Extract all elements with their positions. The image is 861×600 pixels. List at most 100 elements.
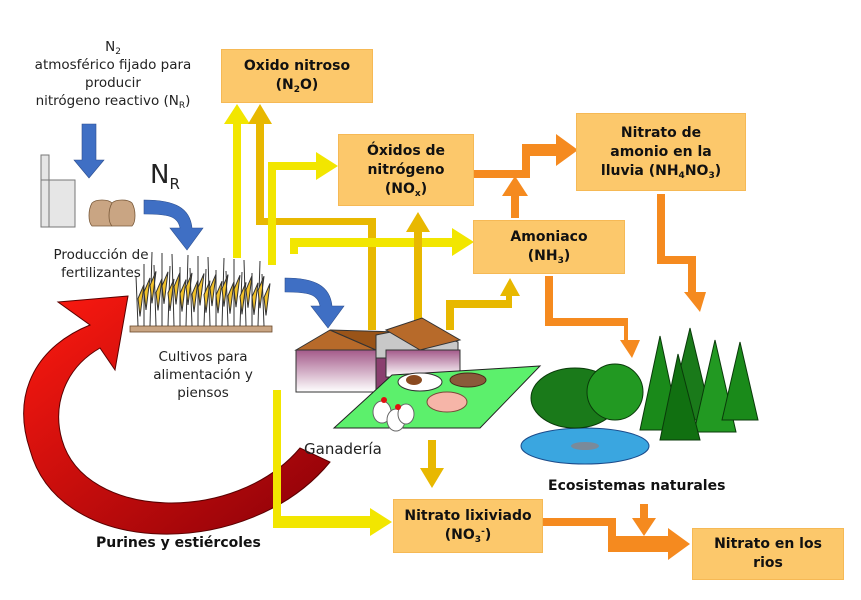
river-line1: Nitrato en los	[714, 536, 822, 552]
crop-stalk	[207, 256, 211, 327]
box-leached-nitrate: Nitrato lixiviado (NO3-)	[393, 499, 543, 553]
crops-line3: piensos	[177, 385, 229, 401]
crop-stalk	[225, 270, 229, 327]
box-nitrous-oxide: Oxido nitroso (N2O)	[221, 49, 373, 103]
nh4no3-formula-a: lluvia (NH	[600, 162, 679, 179]
arrow-livestock-to-leached	[420, 440, 444, 488]
no3-formula-a: (NO	[444, 527, 475, 543]
crop-stalk	[171, 253, 175, 327]
crop-leaf	[191, 279, 199, 313]
crop-stalk	[261, 273, 265, 327]
nh4no3-line2: amonio en la	[610, 143, 712, 160]
crop-leaf	[161, 271, 169, 304]
n2o-formula-b: O)	[300, 77, 319, 93]
box-ammonia: Amoniaco (NH3)	[473, 220, 625, 274]
nox-formula-a: (NO	[384, 180, 415, 197]
nh3-formula: (NH3)	[528, 247, 571, 266]
arrow-ammonia-to-ammonium-nitrate	[502, 176, 528, 218]
blue-arrow-to-livestock	[284, 277, 345, 329]
nh3-formula-sub: 3	[557, 256, 564, 266]
nh3-formula-b: )	[563, 248, 571, 264]
crop-leaf	[173, 272, 181, 305]
crop-leaf	[179, 279, 187, 312]
crops-line2: alimentación y	[153, 367, 253, 383]
nox-formula-sub: x	[414, 188, 421, 199]
n2-line3: producir	[85, 75, 141, 91]
nox-line1: Óxidos de	[366, 142, 446, 159]
crop-leaf	[209, 273, 217, 307]
ecosystem-icon	[520, 327, 759, 465]
nh3-formula-a: (NH	[527, 248, 558, 264]
nox-formula: (NOx)	[385, 180, 427, 199]
manure-recycle-arrow	[23, 295, 331, 535]
arrow-crops-to-nox	[268, 152, 338, 265]
no3-formula-sup: -	[481, 527, 485, 537]
crop-leaf	[215, 281, 223, 314]
crop-leaf	[155, 278, 163, 311]
fertilizer-sacks-icon	[88, 199, 136, 227]
crop-leaf	[143, 277, 151, 310]
nox-formula-b: )	[420, 180, 428, 197]
nh4no3-mid: NO	[684, 162, 709, 179]
crop-leaf	[263, 283, 271, 316]
crop-leaf	[233, 274, 241, 308]
fertilizer-line2: fertilizantes	[61, 265, 141, 281]
n2-subscript: 2	[115, 47, 121, 57]
n2o-formula-sub: 2	[293, 85, 301, 95]
fertilizer-line1: Producción de	[53, 247, 149, 263]
n2-symbol: N	[105, 39, 116, 55]
farm-icon	[294, 317, 542, 432]
nh4no3-sub2: 3	[708, 170, 715, 181]
crop-leaf	[245, 275, 253, 308]
crop-stalk	[153, 264, 157, 327]
arrow-crops-to-leached	[273, 390, 392, 536]
nh4no3-line1: Nitrato de	[620, 124, 702, 141]
box-river-nitrate: Nitrato en los rios	[692, 528, 844, 580]
crops-line1: Cultivos para	[158, 349, 248, 365]
arrow-crops-to-ammonia	[290, 228, 474, 256]
arrow-ammonium-nitrate-to-ecosystems	[657, 194, 706, 312]
nr-subscript: R	[169, 175, 180, 193]
ecosystems-text: Ecosistemas naturales	[548, 478, 726, 494]
crop-stalk	[243, 259, 247, 327]
livestock-label: Ganadería	[304, 440, 382, 458]
no3-formula-sub: 3	[474, 535, 482, 545]
arrow-nox-to-ammonium-nitrate	[474, 134, 578, 178]
n2-source-label: N2 atmosférico fijado para producir nitr…	[18, 38, 208, 111]
arrow-leached-to-rivers	[476, 518, 690, 560]
nh4no3-formula: lluvia (NH4NO3)	[601, 162, 721, 181]
box-nitrogen-oxides: Óxidos de nitrógeno (NOx)	[338, 134, 474, 206]
crop-leaf	[137, 284, 145, 317]
crop-leaf	[251, 282, 259, 315]
nr-symbol: N	[150, 160, 170, 190]
crop-stalk	[189, 267, 193, 327]
n2-line4-sub: R	[178, 101, 186, 111]
blue-arrow-down	[73, 123, 105, 179]
livestock-text: Ganadería	[304, 440, 382, 458]
nh4no3-sub1: 4	[678, 170, 685, 181]
arrow-ecosystems-to-rivers	[632, 504, 656, 536]
no3-formula-b: )	[484, 527, 492, 543]
crops-label: Cultivos para alimentación y piensos	[138, 348, 268, 402]
manure-text: Purines y estiércoles	[96, 535, 261, 551]
factory-icon	[40, 154, 76, 228]
nox-line2: nitrógeno	[367, 161, 445, 178]
nr-label: NR	[150, 160, 180, 193]
no3-title: Nitrato lixiviado	[404, 508, 532, 524]
arrow-livestock-to-nox	[406, 212, 430, 330]
crops-field-icon	[129, 251, 273, 333]
blue-arrow-to-crops	[143, 199, 204, 251]
crop-leaf	[227, 281, 235, 314]
n2-line4: nitrógeno reactivo (N	[35, 93, 179, 109]
manure-label: Purines y estiércoles	[96, 534, 261, 552]
n2o-formula-a: (N	[275, 77, 294, 93]
river-line2: rios	[753, 555, 783, 571]
n2o-title: Oxido nitroso	[243, 58, 351, 74]
crop-stalk	[135, 275, 139, 327]
arrow-ammonia-to-ecosystems	[545, 276, 640, 358]
no3-formula: (NO3-)	[445, 526, 491, 545]
box-ammonium-nitrate: Nitrato de amonio en la lluvia (NH4NO3)	[576, 113, 746, 191]
n2o-formula: (N2O)	[276, 76, 319, 95]
nh3-title: Amoniaco	[510, 229, 588, 245]
